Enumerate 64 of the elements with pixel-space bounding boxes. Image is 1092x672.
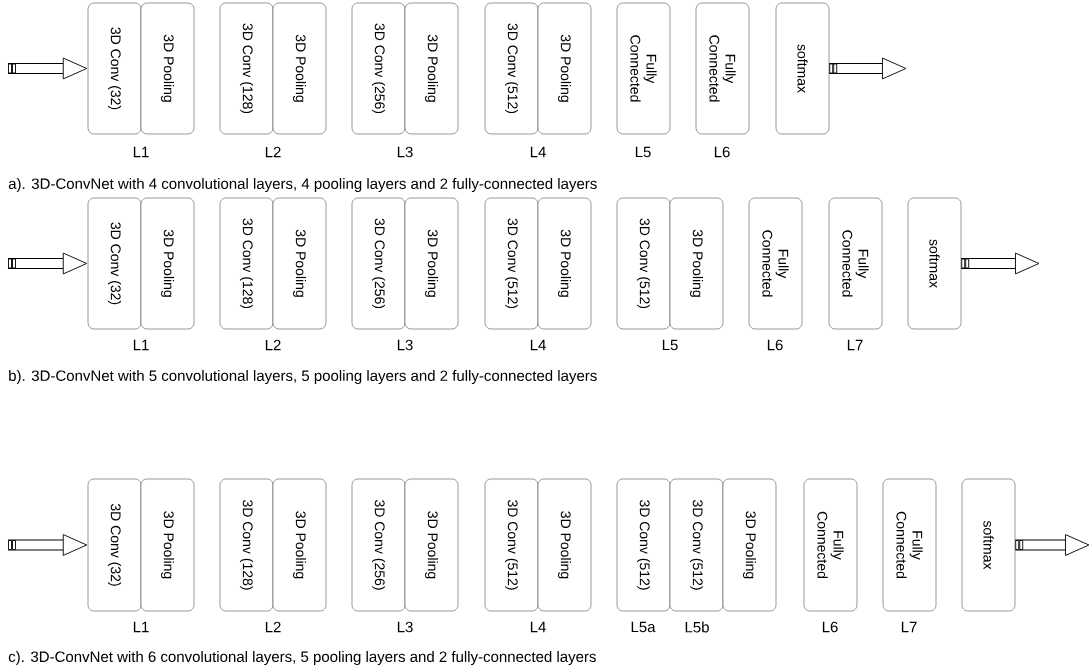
layer-box: 3D Pooling bbox=[404, 478, 459, 612]
layer-box: 3D Conv (32) bbox=[87, 478, 142, 612]
layer-box: 3D Pooling bbox=[404, 197, 459, 330]
layer-box: 3D Conv (128) bbox=[219, 2, 274, 135]
layer-label: L1 bbox=[133, 339, 149, 351]
layer-label: L5 bbox=[662, 339, 678, 351]
layer-box: 3D Conv (512) bbox=[669, 478, 724, 612]
layer-label: L2 bbox=[265, 339, 281, 351]
layer-box: 3D Conv (512) bbox=[484, 197, 539, 330]
layer-box: Fully Connected bbox=[695, 2, 750, 135]
layer-box: 3D Pooling bbox=[272, 197, 327, 330]
layer-box: 3D Pooling bbox=[272, 2, 327, 135]
layer-box: 3D Conv (32) bbox=[87, 197, 142, 330]
layer-box: 3D Conv (256) bbox=[351, 197, 406, 330]
layer-label: L3 bbox=[397, 339, 413, 351]
hollow-arrow bbox=[8, 57, 88, 80]
layer-box: 3D Pooling bbox=[537, 478, 592, 612]
layer-label: L5 bbox=[635, 146, 651, 158]
hollow-arrow bbox=[829, 57, 907, 80]
layer-box: 3D Conv (32) bbox=[87, 2, 142, 135]
layer-box: Fully Connected bbox=[882, 478, 937, 612]
layer-box: 3D Pooling bbox=[404, 2, 459, 135]
layer-box: 3D Pooling bbox=[140, 197, 195, 330]
layer-label: L6 bbox=[714, 146, 730, 158]
layer-box: Fully Connected bbox=[803, 478, 858, 612]
layer-label: L5a bbox=[631, 621, 656, 633]
hollow-arrow bbox=[961, 252, 1040, 275]
layer-box: 3D Conv (128) bbox=[219, 478, 274, 612]
caption: a). 3D-ConvNet with 4 convolutional layers, 4 pooling layers and 2 fully-connected layers bbox=[8, 178, 597, 192]
layer-label: L2 bbox=[265, 146, 281, 158]
layer-box: softmax bbox=[775, 2, 830, 135]
hollow-arrow bbox=[1015, 534, 1090, 556]
caption: b). 3D-ConvNet with 5 convolutional layers, 5 pooling layers and 2 fully-connected layers bbox=[9, 370, 597, 384]
layer-box: 3D Pooling bbox=[140, 478, 195, 612]
layer-box: 3D Pooling bbox=[537, 197, 592, 330]
hollow-arrow bbox=[8, 252, 88, 275]
layer-label: L1 bbox=[133, 621, 149, 633]
layer-label: L3 bbox=[397, 146, 413, 158]
layer-label: L1 bbox=[133, 146, 149, 158]
layer-box: 3D Conv (512) bbox=[616, 197, 671, 330]
layer-box: 3D Conv (128) bbox=[219, 197, 274, 330]
layer-box: 3D Conv (512) bbox=[484, 2, 539, 135]
layer-box: 3D Pooling bbox=[722, 478, 777, 612]
layer-label: L4 bbox=[530, 621, 546, 633]
layer-box: 3D Pooling bbox=[669, 197, 724, 330]
layer-box: 3D Conv (256) bbox=[351, 478, 406, 612]
hollow-arrow bbox=[8, 534, 88, 556]
layer-box: 3D Pooling bbox=[272, 478, 327, 612]
layer-box: 3D Conv (256) bbox=[351, 2, 406, 135]
layer-box: softmax bbox=[961, 478, 1016, 612]
layer-box: softmax bbox=[907, 197, 962, 330]
layer-label: L4 bbox=[530, 339, 546, 351]
layer-box: 3D Conv (512) bbox=[484, 478, 539, 612]
layer-label: L3 bbox=[397, 621, 413, 633]
layer-label: L5b bbox=[685, 621, 709, 633]
caption: c). 3D-ConvNet with 6 convolutional layers, 5 pooling layers and 2 fully-connected layers bbox=[8, 651, 596, 665]
layer-box: Fully Connected bbox=[616, 2, 671, 135]
layer-label: L4 bbox=[530, 146, 546, 158]
layer-box: Fully Connected bbox=[828, 197, 883, 330]
layer-box: 3D Pooling bbox=[140, 2, 195, 135]
layer-box: Fully Connected bbox=[748, 197, 803, 330]
layer-label: L2 bbox=[265, 621, 281, 633]
layer-box: 3D Pooling bbox=[537, 2, 592, 135]
layer-box: 3D Conv (512) bbox=[616, 478, 671, 612]
